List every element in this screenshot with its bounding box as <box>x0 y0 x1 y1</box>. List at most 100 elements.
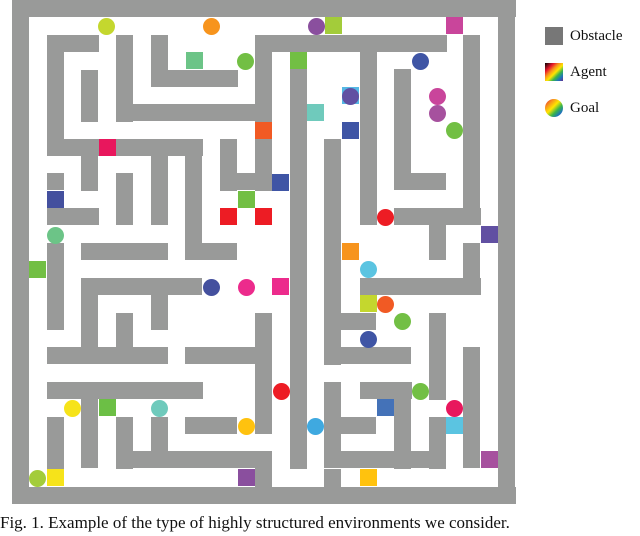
agent-square-icon <box>220 208 237 225</box>
goal-circle-icon <box>307 17 325 35</box>
obstacle-wall <box>255 451 272 487</box>
agent-square-icon <box>446 17 463 34</box>
obstacle-wall <box>463 347 480 468</box>
obstacle-wall <box>151 70 238 87</box>
goal-circle-icon <box>46 226 64 244</box>
agent-square-icon <box>342 122 359 139</box>
legend-label: Agent <box>570 63 607 80</box>
agent-square-icon <box>186 52 203 69</box>
obstacle-wall <box>47 208 99 225</box>
goal-circle-icon <box>28 469 46 487</box>
goal-circle-icon <box>359 260 377 278</box>
obstacle-wall <box>12 0 516 17</box>
goal-circle-icon <box>376 208 394 226</box>
agent-square-icon <box>255 122 272 139</box>
obstacle-wall <box>324 417 376 434</box>
obstacle-wall <box>151 278 168 330</box>
goal-circle-icon <box>428 104 446 122</box>
figure-caption: Fig. 1. Example of the type of highly st… <box>0 513 510 532</box>
legend-item-agent: Agent <box>545 54 640 90</box>
agent-square-icon <box>446 417 463 434</box>
agent-square-icon <box>272 278 289 295</box>
obstacle-wall <box>255 139 272 191</box>
agent-rainbow-square-icon <box>545 63 563 81</box>
agent-square-icon <box>238 469 255 486</box>
goal-circle-icon <box>63 399 81 417</box>
goal-circle-icon <box>237 417 255 435</box>
obstacle-wall <box>47 173 64 190</box>
obstacle-wall <box>185 347 272 364</box>
obstacle-wall <box>324 451 445 468</box>
goal-circle-icon <box>237 278 255 296</box>
agent-square-icon <box>325 17 342 34</box>
obstacle-wall <box>324 139 341 365</box>
goal-circle-icon <box>359 330 377 348</box>
goal-circle-icon <box>150 399 168 417</box>
obstacle-wall <box>116 35 133 122</box>
obstacle-square-icon <box>545 27 563 45</box>
agent-square-icon <box>360 295 377 312</box>
obstacle-wall <box>394 69 411 190</box>
obstacle-wall <box>64 139 203 156</box>
obstacle-wall <box>255 313 272 434</box>
goal-circle-icon <box>306 417 324 435</box>
agent-square-icon <box>342 243 359 260</box>
legend: Obstacle Agent Goal <box>545 18 640 126</box>
goal-circle-icon <box>97 17 115 35</box>
obstacle-wall <box>12 0 29 504</box>
agent-square-icon <box>360 469 377 486</box>
goal-circle-icon <box>428 87 446 105</box>
agent-square-icon <box>99 139 116 156</box>
obstacle-wall <box>290 69 307 469</box>
obstacle-wall <box>360 52 377 225</box>
obstacle-wall <box>47 243 64 330</box>
obstacle-wall <box>151 156 168 225</box>
obstacle-wall <box>81 156 98 191</box>
agent-square-icon <box>307 104 324 121</box>
obstacle-wall <box>81 278 202 295</box>
obstacle-wall <box>47 382 203 399</box>
obstacle-wall <box>394 382 411 469</box>
obstacle-wall <box>324 469 341 487</box>
obstacle-wall <box>47 417 64 469</box>
goal-circle-icon <box>411 52 429 70</box>
obstacle-wall <box>264 35 447 52</box>
legend-label: Obstacle <box>570 27 623 44</box>
obstacle-wall <box>429 208 446 260</box>
obstacle-wall <box>429 313 446 400</box>
agent-square-icon <box>238 191 255 208</box>
obstacle-wall <box>498 0 515 504</box>
goal-circle-icon <box>202 278 220 296</box>
obstacle-wall <box>81 399 98 468</box>
obstacle-wall <box>255 35 272 122</box>
obstacle-wall <box>81 278 98 347</box>
obstacle-wall <box>324 313 376 330</box>
goal-circle-icon <box>272 382 290 400</box>
obstacle-wall <box>394 173 446 190</box>
goal-circle-icon <box>341 87 359 105</box>
obstacle-wall <box>185 243 237 260</box>
obstacle-wall <box>185 417 237 434</box>
obstacle-wall <box>463 35 480 225</box>
goal-circle-icon <box>411 382 429 400</box>
obstacle-wall <box>47 35 64 156</box>
obstacle-wall <box>360 278 481 295</box>
agent-square-icon <box>255 208 272 225</box>
agent-square-icon <box>47 469 64 486</box>
agent-square-icon <box>47 191 64 208</box>
agent-square-icon <box>99 399 116 416</box>
legend-label: Goal <box>570 99 600 116</box>
obstacle-wall <box>116 313 133 348</box>
goal-circle-icon <box>236 52 254 70</box>
obstacle-wall <box>81 243 168 260</box>
goal-circle-icon <box>376 295 394 313</box>
legend-item-goal: Goal <box>545 90 640 126</box>
agent-square-icon <box>272 174 289 191</box>
agent-square-icon <box>290 52 307 69</box>
obstacle-wall <box>185 139 202 260</box>
obstacle-wall <box>81 70 98 122</box>
obstacle-wall <box>12 487 516 504</box>
obstacle-wall <box>151 417 168 452</box>
maze-grid <box>12 0 516 504</box>
legend-item-obstacle: Obstacle <box>545 18 640 54</box>
